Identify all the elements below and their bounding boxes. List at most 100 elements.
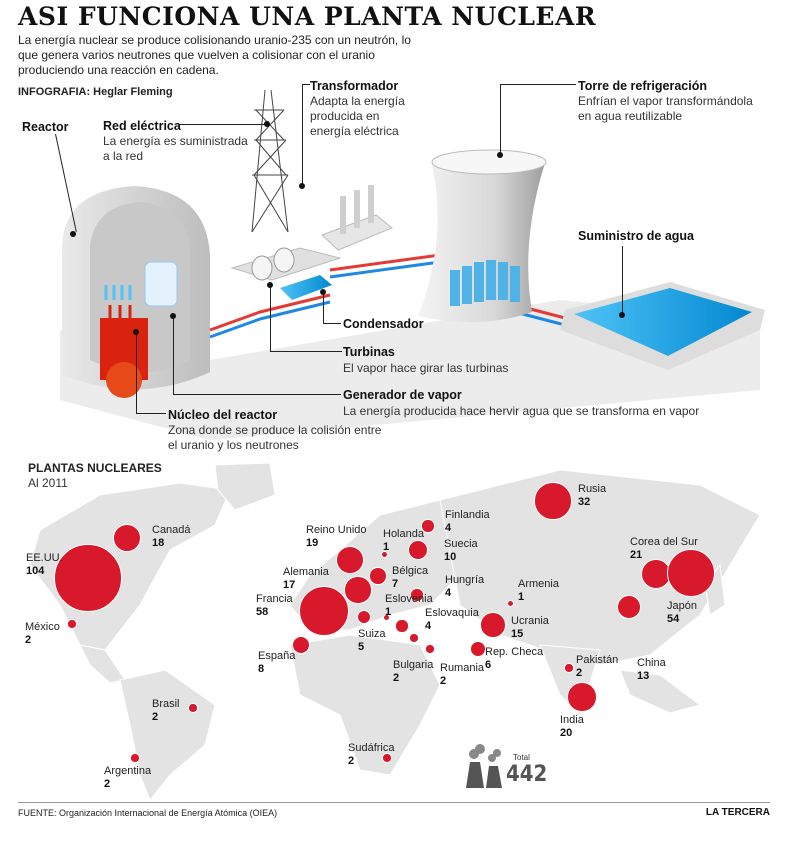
country-label: Reino Unido [306,524,367,536]
country-label: Corea del Sur [630,536,698,548]
bubble-suiza [356,609,372,625]
country-value: 58 [256,606,269,618]
desc-nucleo: Zona donde se produce la colisión entre … [168,423,382,452]
country-label: Canadá [152,524,191,536]
desc-generador: La energía producida hace hervir agua qu… [343,404,700,418]
country-label: Francia [256,593,293,605]
bubble-ucrania [480,612,506,638]
country-value: 2 [25,634,32,646]
bubble-eslovaquia [395,619,409,633]
bubble-m-xico [67,619,77,629]
country-value: 54 [667,613,680,625]
label-torre: Torre de refrigeración [578,79,707,93]
bubble-china [617,595,641,619]
country-value: 104 [26,565,45,577]
bubble-canad- [112,523,141,552]
bubble-argentina [130,753,140,763]
country-label: Alemania [283,566,329,578]
label-turbinas: Turbinas [343,345,395,359]
total-label: Total [513,753,530,762]
water-supply-pool [560,282,765,370]
power-plant-illustration [60,89,765,440]
map-title: PLANTAS NUCLEARES [28,461,162,475]
country-value: 4 [445,587,452,599]
condenser-pool [280,275,332,300]
desc-transformador: Adapta la energía producida en energía e… [310,94,405,138]
label-suministro: Suministro de agua [578,229,694,243]
transformer-building [321,185,393,251]
transmission-tower-icon [251,89,289,233]
southeast-asia [619,669,702,714]
cooling-tower [418,149,547,323]
country-label: Bulgaria [393,659,434,671]
country-value: 18 [152,537,165,549]
bubble-bulgaria [409,633,419,643]
country-label: Bélgica [392,565,429,577]
country-value: 17 [283,579,296,591]
credit-text: INFOGRAFIA: Heglar Fleming [18,86,173,98]
country-label: India [560,714,584,726]
country-value: 2 [348,755,355,767]
desc-torre: Enfrían el vapor transformándola en agua… [578,94,753,123]
country-label: Suecia [444,538,478,550]
central-america [79,644,126,684]
bubble-espa-a [291,635,311,655]
bubble-eslovenia [382,613,390,621]
country-value: 1 [383,541,390,553]
country-value: 2 [440,675,447,687]
country-value: 2 [152,711,159,723]
country-value: 13 [637,670,650,682]
country-label: España [258,650,296,662]
country-value: 1 [518,591,525,603]
country-value: 20 [560,727,573,739]
bubble-sud-frica [382,753,392,763]
bubble-alemania [344,576,372,604]
country-label: Armenia [518,578,559,590]
country-label: Rep. Checa [485,646,544,658]
bubble-rusia [534,482,572,520]
bubble-finlandia [421,519,435,533]
bubble-brasil [188,703,198,713]
bubble-francia [298,585,350,637]
bubble-holanda [380,550,388,558]
country-value: 15 [511,628,524,640]
label-reactor: Reactor [22,120,69,134]
country-label: Sudáfrica [348,742,395,754]
country-value: 10 [444,551,457,563]
bubble-armenia [506,599,514,607]
bubble-hungr-a [410,588,424,602]
label-generador: Generador de vapor [343,388,462,402]
total-value: 442 [506,762,548,787]
country-value: 21 [630,549,643,561]
country-label: Japón [667,600,697,612]
country-value: 32 [578,496,591,508]
country-value: 7 [392,578,399,590]
greenland [214,462,276,511]
bubble-suecia [407,539,429,561]
bubble-b-lgica [369,567,387,585]
country-label: Finlandia [445,509,490,521]
country-value: 4 [425,620,432,632]
country-label: Suiza [358,628,386,640]
country-value: 1 [385,606,392,618]
power-plant-total-icon [466,744,502,788]
bubble-pakist-n [564,663,574,673]
desc-turbinas: El vapor hace girar las turbinas [343,361,509,375]
country-value: 2 [576,667,583,679]
country-label: Rumania [440,662,485,674]
country-label: EE.UU. [26,552,63,564]
country-value: 8 [258,663,265,675]
country-label: Ucrania [511,615,549,627]
country-label: Rusia [578,483,607,495]
label-transformador: Transformador [310,79,399,93]
country-value: 4 [445,522,452,534]
country-label: Eslovenia [385,593,433,605]
country-value: 2 [104,778,111,790]
map-subtitle: Al 2011 [28,476,68,490]
desc-red-electrica: La energía es suministrada a la red [103,134,248,163]
country-label: China [637,657,666,669]
country-label: México [25,621,60,633]
country-value: 19 [306,537,319,549]
intro-text: La energía nuclear se produce colisionan… [18,33,411,77]
